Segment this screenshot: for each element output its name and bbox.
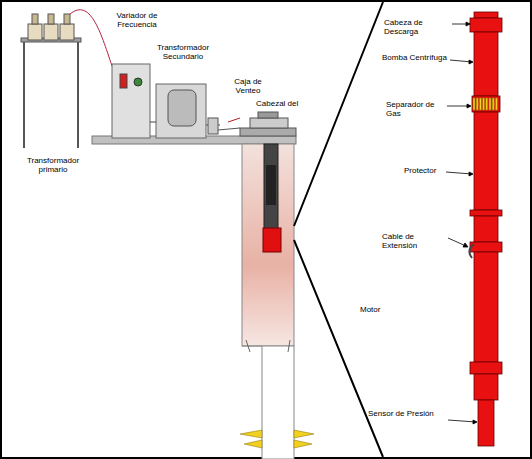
- separator-slot: [495, 98, 497, 110]
- part-label: Sensor de Presión: [368, 410, 448, 419]
- part-label: Protector: [404, 167, 446, 176]
- part-label: Bomba Centrífuga: [382, 54, 450, 63]
- part-label: Transformador primario: [18, 157, 88, 175]
- separator-slot: [489, 98, 491, 110]
- part-label: Cable de Extensión: [382, 233, 448, 251]
- part-label: Motor: [360, 306, 400, 315]
- separator-slot: [486, 98, 488, 110]
- part-label: Cabezal del: [256, 100, 316, 109]
- separator-slot: [483, 98, 485, 110]
- separator-slot: [473, 98, 475, 110]
- part-label: Separador de Gas: [386, 101, 448, 119]
- part-label: Transformador Secundario: [154, 44, 212, 62]
- separator-slot: [476, 98, 478, 110]
- part-label: Cabeza de Descarga: [384, 19, 452, 37]
- separator-slot: [479, 98, 481, 110]
- separator-slot: [492, 98, 494, 110]
- part-label: Caja de Venteo: [228, 78, 268, 96]
- part-label: Variador de Frecuencia: [108, 12, 166, 30]
